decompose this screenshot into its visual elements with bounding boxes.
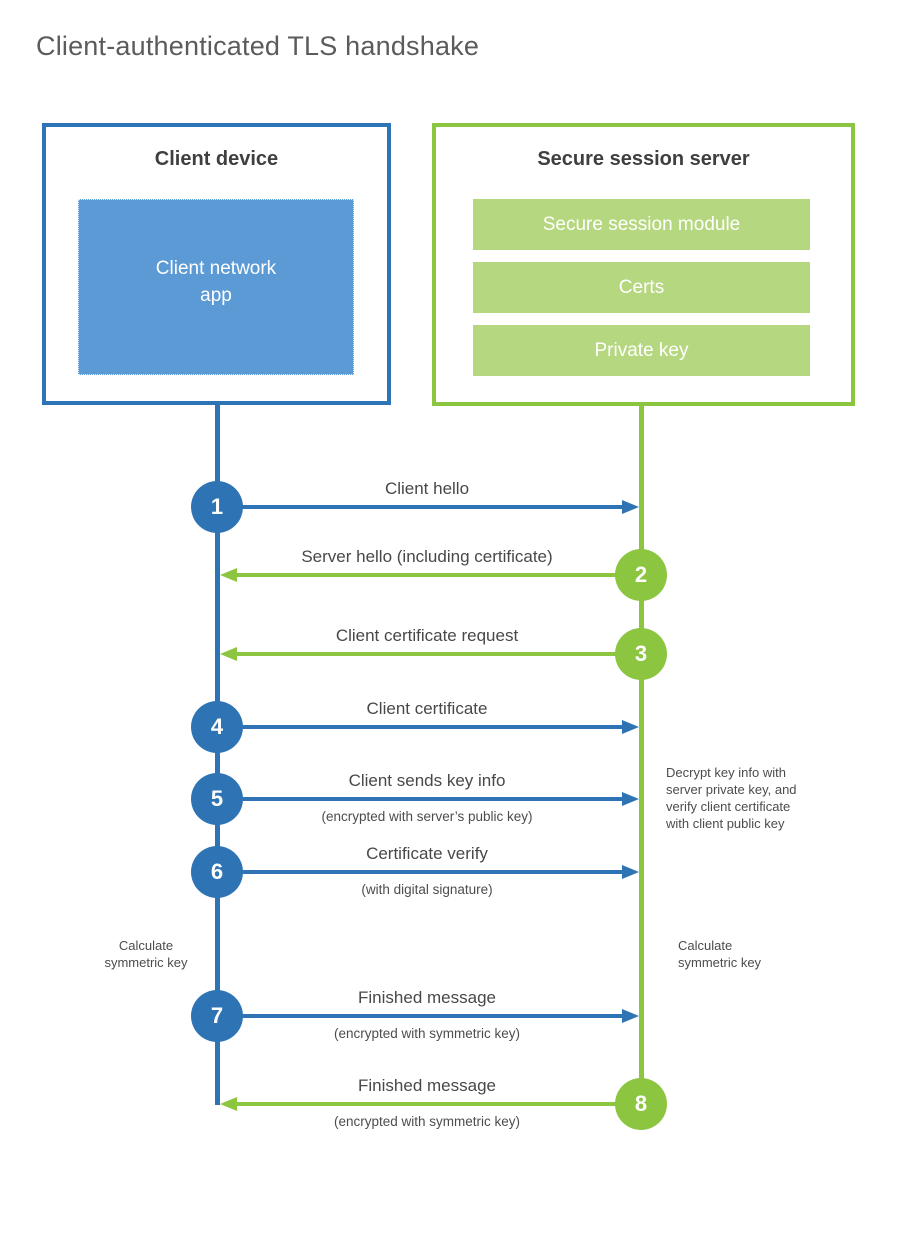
arrowhead-left-icon — [220, 647, 237, 661]
client-device-title: Client device — [154, 148, 279, 170]
step-2-circle: 2 — [615, 549, 667, 601]
message-label-5: Client sends key info — [348, 771, 506, 790]
calc-right-line: symmetric key — [678, 955, 762, 970]
message-sublabel-8: (encrypted with symmetric key) — [333, 1114, 521, 1129]
step-1-circle: 1 — [191, 481, 243, 533]
message-arrow-5 — [217, 797, 622, 801]
message-arrow-1 — [217, 505, 622, 509]
secure-session-server-box: Secure session server Secure session mod… — [432, 123, 855, 406]
message-label-7: Finished message — [358, 988, 496, 1007]
message-arrow-3 — [237, 652, 641, 656]
calc-right-line: Calculate — [678, 938, 733, 953]
arrowhead-right-icon — [622, 865, 639, 879]
decrypt-note-line: with client public key — [666, 816, 785, 831]
step-5-circle: 5 — [191, 773, 243, 825]
client-network-app-label-line2: app — [200, 285, 232, 306]
message-sublabel-7: (encrypted with symmetric key) — [333, 1026, 521, 1041]
arrowhead-right-icon — [622, 720, 639, 734]
client-device-box: Client device Client network app — [42, 123, 391, 405]
diagram-title: Client-authenticated TLS handshake — [36, 31, 480, 61]
step-7-circle: 7 — [191, 990, 243, 1042]
calc-left-line: Calculate — [118, 938, 174, 953]
arrowhead-left-icon — [220, 1097, 237, 1111]
decrypt-note: Decrypt key info with server private key… — [666, 764, 841, 832]
message-label-3: Client certificate request — [335, 626, 519, 645]
decrypt-note-line: verify client certificate — [666, 799, 791, 814]
client-network-app-box: Client network app — [78, 199, 354, 375]
calculate-symmetric-key-right: Calculate symmetric key — [678, 937, 838, 971]
message-arrow-8 — [237, 1102, 641, 1106]
secure-session-server-title: Secure session server — [537, 148, 750, 170]
server-module-certs: Certs — [473, 262, 810, 313]
server-module-private-key: Private key — [473, 325, 810, 376]
message-arrow-6 — [217, 870, 622, 874]
message-label-2: Server hello (including certificate) — [301, 547, 553, 566]
message-arrow-7 — [217, 1014, 622, 1018]
arrowhead-left-icon — [220, 568, 237, 582]
server-lifeline — [639, 406, 644, 1104]
step-3-circle: 3 — [615, 628, 667, 680]
decrypt-note-line: server private key, and — [666, 782, 797, 797]
calc-left-line: symmetric key — [104, 955, 188, 970]
message-label-6: Certificate verify — [366, 844, 488, 863]
client-network-app-label-line1: Client network — [155, 258, 277, 279]
arrowhead-right-icon — [622, 792, 639, 806]
message-sublabel-5: (encrypted with server’s public key) — [321, 809, 533, 824]
step-4-circle: 4 — [191, 701, 243, 753]
server-module-secure-session-module: Secure session module — [473, 199, 810, 250]
message-label-1: Client hello — [384, 479, 470, 498]
message-sublabel-6: (with digital signature) — [361, 882, 493, 897]
client-lifeline — [215, 405, 220, 1105]
calculate-symmetric-key-left: Calculate symmetric key — [66, 937, 226, 971]
step-8-circle: 8 — [615, 1078, 667, 1130]
decrypt-note-line: Decrypt key info with — [666, 765, 786, 780]
message-arrow-4 — [217, 725, 622, 729]
step-6-circle: 6 — [191, 846, 243, 898]
message-label-8: Finished message — [358, 1076, 496, 1095]
arrowhead-right-icon — [622, 1009, 639, 1023]
message-arrow-2 — [237, 573, 641, 577]
arrowhead-right-icon — [622, 500, 639, 514]
message-label-4: Client certificate — [366, 699, 488, 718]
